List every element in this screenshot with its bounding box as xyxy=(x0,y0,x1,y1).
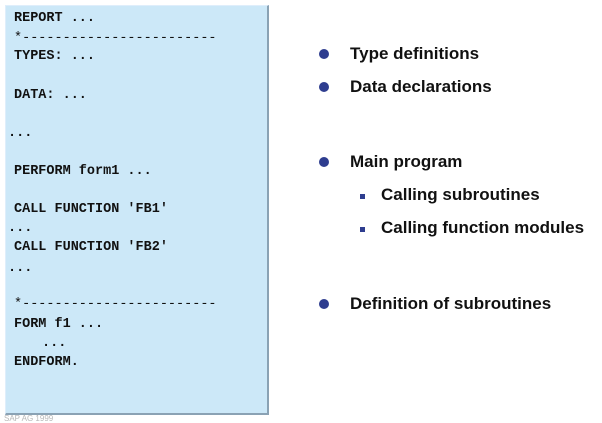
bullet-label: Type definitions xyxy=(350,44,480,63)
code-line-form: FORM f1 ... xyxy=(14,317,104,332)
code-line-separator-top: *------------------------ xyxy=(14,31,217,46)
code-line-form-body: ... xyxy=(42,336,67,351)
bullet-dot-icon xyxy=(319,49,329,59)
code-panel: REPORT ... *------------------------ TYP… xyxy=(5,5,269,415)
code-line-perform: PERFORM form1 ... xyxy=(14,164,152,179)
footer-copyright: SAP AG 1999 xyxy=(4,414,54,423)
code-line-data: DATA: ... xyxy=(14,88,87,103)
code-line-types: TYPES: ... xyxy=(14,49,96,64)
bullet-label: Calling function modules xyxy=(381,218,585,237)
code-line-separator-bottom: *------------------------ xyxy=(14,297,217,312)
code-line-call-fb2: CALL FUNCTION 'FB2' xyxy=(14,240,168,255)
bullet-label: Calling subroutines xyxy=(381,185,540,204)
bullet-dot-icon xyxy=(319,157,329,167)
bullet-dot-icon xyxy=(319,299,329,309)
bullet-dot-icon xyxy=(319,82,329,92)
bullet-square-icon xyxy=(360,194,365,199)
code-line-call-fb1: CALL FUNCTION 'FB1' xyxy=(14,202,168,217)
code-line-ellipsis-1: ... xyxy=(8,126,33,141)
code-line-ellipsis-3: ... xyxy=(8,261,33,276)
code-line-ellipsis-2: ... xyxy=(8,221,33,236)
code-line-endform: ENDFORM. xyxy=(14,355,79,370)
bullet-square-icon xyxy=(360,227,365,232)
bullet-label: Definition of subroutines xyxy=(350,294,552,313)
bullet-label: Data declarations xyxy=(350,77,492,96)
code-line-report: REPORT ... xyxy=(14,11,96,26)
bullet-label: Main program xyxy=(350,152,463,171)
